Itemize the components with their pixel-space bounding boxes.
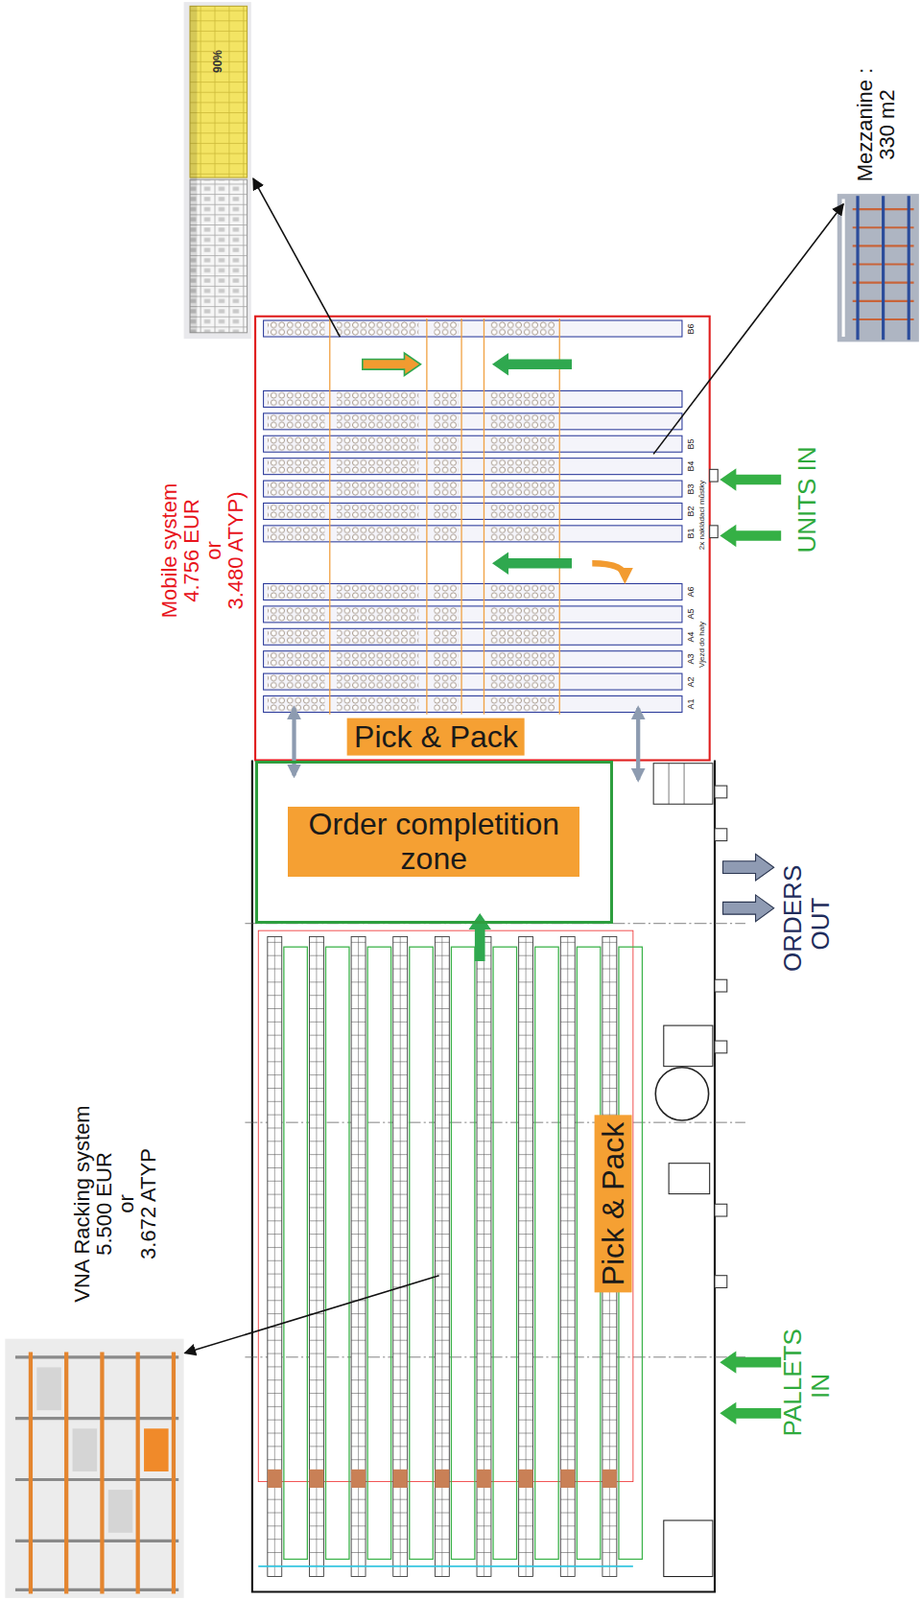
flow-arrows bbox=[294, 468, 782, 1425]
zone-box: Order completition zone bbox=[255, 760, 614, 924]
flow-label: ORDERS OUT bbox=[779, 875, 834, 972]
mobile-rack-photo bbox=[184, 1, 252, 339]
system-title: Mobile system bbox=[158, 483, 181, 619]
rack-label: A6 bbox=[686, 585, 697, 598]
rack-label: A5 bbox=[686, 608, 697, 621]
pick-pack-box: Pick & Pack bbox=[347, 718, 525, 756]
rack-label: A1 bbox=[686, 697, 697, 710]
box-text: Order completition zone bbox=[287, 806, 580, 876]
vna-rack-photo bbox=[4, 1339, 184, 1599]
system-price: 4.756 EUR bbox=[180, 483, 203, 619]
mezzanine-area: 330 m2 bbox=[875, 67, 898, 182]
label-group: VNA Racking system5.500 EURor3.672 ATYP bbox=[70, 1106, 160, 1303]
flow-label: PALLETS IN bbox=[779, 1335, 834, 1437]
building-outline bbox=[244, 760, 746, 1593]
rack-label: B1 bbox=[686, 527, 697, 541]
rack-label: B4 bbox=[686, 460, 697, 473]
system-price: 3.480 ATYP) bbox=[224, 483, 247, 619]
plan-note: 2x nakládací můstky bbox=[698, 479, 708, 551]
flow-label: UNITS IN bbox=[793, 447, 822, 554]
system-price: 3.672 ATYP bbox=[137, 1106, 160, 1303]
mezzanine-title: Mezzanine : bbox=[853, 67, 876, 182]
leader-arrows bbox=[185, 178, 844, 1353]
rack-label: A3 bbox=[686, 653, 697, 666]
system-text: or bbox=[115, 1106, 138, 1303]
label-group: Mezzanine :330 m2 bbox=[853, 67, 898, 182]
rack-label: A2 bbox=[686, 675, 697, 688]
rack-label: B5 bbox=[686, 437, 697, 450]
mobile-system-area bbox=[255, 316, 718, 761]
rack-label: B2 bbox=[686, 504, 697, 518]
fill-percent: 90% bbox=[212, 49, 225, 73]
label-group: Mobile system4.756 EURor3.480 ATYP) bbox=[158, 483, 247, 619]
pick-pack-box: Pick & Pack bbox=[593, 1115, 632, 1294]
mezzanine-photo bbox=[837, 193, 920, 342]
system-text: or bbox=[202, 483, 225, 619]
plan-note: Vjezd do haly bbox=[698, 620, 708, 669]
box-text: Pick & Pack bbox=[354, 719, 519, 755]
system-price: 5.500 EUR bbox=[93, 1106, 116, 1303]
vna-racking-area bbox=[258, 913, 642, 1577]
box-text: Pick & Pack bbox=[594, 1122, 630, 1287]
rack-label: A4 bbox=[686, 630, 697, 643]
system-title: VNA Racking system bbox=[70, 1106, 94, 1303]
rack-label: B3 bbox=[686, 482, 697, 496]
rack-label: B6 bbox=[686, 322, 697, 335]
